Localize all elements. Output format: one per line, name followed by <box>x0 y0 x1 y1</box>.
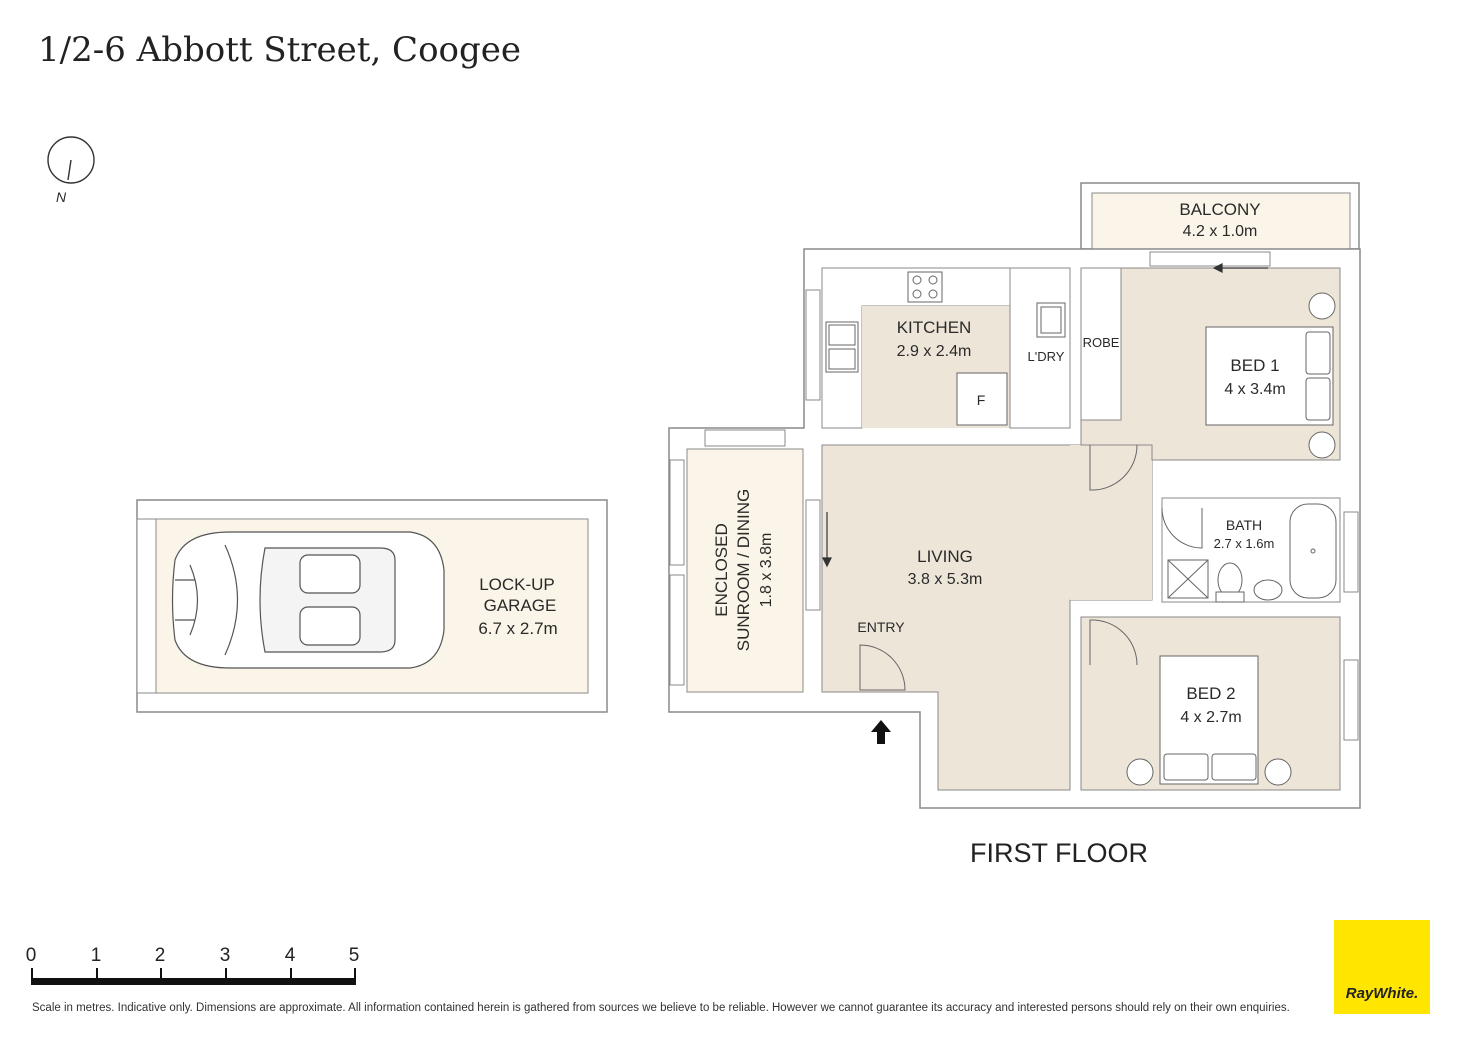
scale-tick-1: 1 <box>90 945 102 966</box>
scale-mark <box>31 968 33 978</box>
sunroom-name-2: SUNROOM / DINING <box>734 489 753 651</box>
scale-numbers: 0 1 2 3 4 5 <box>0 945 400 975</box>
cooktop-icon <box>907 271 943 303</box>
fridge-label: F <box>977 392 986 408</box>
fridge-icon <box>956 372 1008 426</box>
bath-fixtures-icon <box>1167 503 1337 603</box>
compass-label: N <box>56 189 67 205</box>
balcony-name: BALCONY <box>1179 200 1260 219</box>
bed-2-name: BED 2 <box>1186 684 1235 703</box>
car-icon <box>171 531 445 669</box>
balcony-size: 4.2 x 1.0m <box>1183 223 1258 240</box>
bed-1-name: BED 1 <box>1230 356 1279 375</box>
bath-name: BATH <box>1226 517 1262 533</box>
entry-name: ENTRY <box>857 619 905 635</box>
sunroom-size: 1.8 x 3.8m <box>758 533 775 608</box>
laundry-name: L'DRY <box>1028 349 1065 364</box>
kitchen-size: 2.9 x 2.4m <box>897 343 972 360</box>
floor-label: FIRST FLOOR <box>970 838 1149 868</box>
logo-text: RayWhite. <box>1345 985 1419 1002</box>
scale-mark <box>160 968 162 978</box>
garage-name-2: GARAGE <box>484 596 557 615</box>
sunroom-name: ENCLOSED <box>712 523 731 617</box>
garage-name: LOCK-UP <box>479 575 555 594</box>
living-name: LIVING <box>917 547 973 566</box>
living-size: 3.8 x 5.3m <box>908 571 983 588</box>
scale-tick-3: 3 <box>219 945 231 966</box>
bed-2-size: 4 x 2.7m <box>1180 709 1241 726</box>
entry-arrow-icon <box>871 720 891 744</box>
scale-tick-2: 2 <box>154 945 166 966</box>
robe-name: ROBE <box>1083 335 1120 350</box>
scale-mark <box>354 968 356 978</box>
disclaimer-text: Scale in metres. Indicative only. Dimens… <box>32 1002 1290 1014</box>
scale-mark <box>290 968 292 978</box>
kitchen-sink-icon <box>825 321 859 373</box>
scale-mark <box>96 968 98 978</box>
sliding-door-arrow-icon <box>822 263 1268 568</box>
scale-bar <box>31 978 356 985</box>
ray-white-logo: RayWhite. <box>1334 920 1430 1014</box>
laundry-tub-icon <box>1036 302 1066 338</box>
kitchen-name: KITCHEN <box>897 318 972 337</box>
bed-2-icon <box>1126 655 1292 786</box>
bed-1-size: 4 x 3.4m <box>1224 381 1285 398</box>
scale-tick-4: 4 <box>284 945 296 966</box>
scale-tick-5: 5 <box>348 945 360 966</box>
bed-1-icon <box>1205 292 1336 459</box>
compass-icon <box>47 136 95 184</box>
scale-mark <box>225 968 227 978</box>
bath-size: 2.7 x 1.6m <box>1214 536 1275 551</box>
garage-size: 6.7 x 2.7m <box>478 619 557 638</box>
windows <box>669 251 1359 741</box>
page-title: 1/2-6 Abbott Street, Coogee <box>38 30 522 70</box>
scale-tick-0: 0 <box>25 945 37 966</box>
door-swings <box>859 444 1203 691</box>
